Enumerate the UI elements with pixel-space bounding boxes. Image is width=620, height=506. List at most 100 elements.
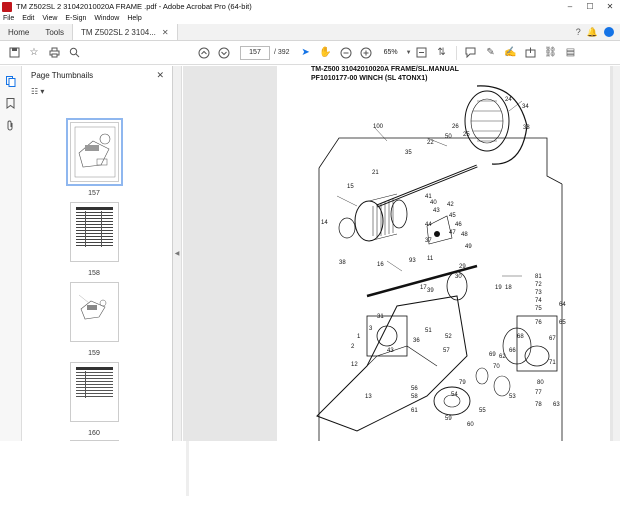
tab-document[interactable]: TM Z502SL 2 3104... ✕ — [72, 24, 178, 40]
account-icon[interactable] — [604, 27, 614, 37]
search-icon[interactable] — [66, 45, 82, 61]
part-label: 38 — [339, 260, 346, 266]
thumbnail-list: 157 158 — [22, 110, 167, 441]
part-label: 77 — [535, 390, 542, 396]
part-label: 61 — [411, 408, 418, 414]
highlight-icon[interactable]: ✍ — [504, 47, 517, 58]
more-tools-icon[interactable]: ▤ — [565, 47, 576, 58]
part-label: 80 — [537, 380, 544, 386]
part-label: 100 — [373, 124, 384, 130]
part-label: 78 — [535, 402, 542, 408]
part-label: 37 — [425, 238, 432, 244]
part-label: 50 — [445, 134, 452, 140]
part-label: 15 — [347, 184, 354, 190]
zoom-level-select[interactable]: 65% — [383, 49, 398, 56]
close-window-button[interactable]: ✕ — [606, 2, 614, 11]
panel-collapse-handle[interactable]: ◀ — [173, 66, 182, 441]
part-label: 44 — [425, 222, 432, 228]
part-label: 24 — [505, 97, 512, 103]
page-thumbnail[interactable] — [66, 118, 123, 186]
page-thumbnails-panel: Page Thumbnails ✕ ☷ ▾ 157 — [22, 66, 190, 496]
part-label: 13 — [365, 394, 372, 400]
document-scrollbar[interactable] — [613, 66, 620, 441]
part-label: 2 — [351, 344, 355, 350]
close-tab-icon[interactable]: ✕ — [161, 27, 169, 37]
left-nav-rail — [0, 66, 22, 441]
notifications-icon[interactable]: 🔔 — [586, 26, 598, 37]
menu-esign[interactable]: E-Sign — [65, 15, 87, 22]
tab-document-label: TM Z502SL 2 3104... — [81, 27, 156, 37]
part-label: 69 — [489, 352, 496, 358]
thumbnail-label: 157 — [88, 190, 100, 197]
part-label: 79 — [459, 380, 466, 386]
help-icon[interactable]: ? — [575, 27, 581, 37]
scroll-mode-icon[interactable]: ⇅ — [437, 47, 446, 58]
menu-help[interactable]: Help — [127, 15, 142, 22]
part-label: 25 — [463, 132, 470, 138]
part-label: 31 — [377, 314, 384, 320]
part-label: 12 — [351, 362, 358, 368]
menu-view[interactable]: View — [42, 15, 58, 22]
maximize-button[interactable]: ☐ — [586, 2, 594, 11]
zoom-in-icon[interactable] — [358, 45, 374, 61]
part-label: 52 — [445, 334, 452, 340]
pdf-page: TM-Z500 31042010020A FRAME/SL.MANUAL PF1… — [277, 66, 610, 441]
part-label: 70 — [493, 364, 500, 370]
bookmarks-icon[interactable] — [4, 96, 18, 110]
tab-home[interactable]: Home — [0, 24, 37, 40]
menu-edit[interactable]: Edit — [22, 15, 35, 22]
next-page-icon[interactable] — [216, 45, 232, 61]
part-label: 81 — [535, 274, 542, 280]
menu-window[interactable]: Window — [94, 15, 120, 22]
tab-tools[interactable]: Tools — [37, 24, 72, 40]
menu-file[interactable]: File — [3, 15, 15, 22]
page-thumbnail[interactable] — [70, 202, 119, 262]
save-icon[interactable] — [6, 45, 22, 61]
page-number-input[interactable]: 157 — [240, 45, 270, 60]
zoom-out-icon[interactable] — [338, 45, 354, 61]
part-label: 34 — [522, 104, 529, 110]
attachments-icon[interactable] — [4, 118, 18, 132]
part-label: 30 — [455, 274, 462, 280]
part-label: 51 — [425, 328, 432, 334]
part-label: 22 — [427, 140, 434, 146]
part-label: 19 — [495, 285, 502, 291]
page-thumbnails-icon[interactable] — [4, 74, 18, 88]
fit-page-icon[interactable] — [414, 45, 430, 61]
document-viewer: TM-Z500 31042010020A FRAME/SL.MANUAL PF1… — [183, 66, 620, 441]
part-label: 63 — [553, 402, 560, 408]
print-icon[interactable] — [46, 45, 62, 61]
part-label: 45 — [449, 213, 456, 219]
tab-tools-label: Tools — [45, 27, 65, 37]
part-label: 54 — [451, 392, 458, 398]
page-thumbnail[interactable] — [70, 282, 119, 342]
menu-bar: File Edit View E-Sign Window Help — [0, 13, 620, 24]
minimize-button[interactable]: – — [567, 2, 573, 11]
cursor-icon[interactable]: ➤ — [301, 47, 310, 58]
part-label: 40 — [430, 200, 437, 206]
part-label: 16 — [377, 262, 384, 268]
close-panel-icon[interactable]: ✕ — [156, 69, 164, 80]
part-labels: 100 24 34 33 26 25 50 22 35 15 21 14 41 … — [321, 97, 566, 428]
page-thumbnail[interactable] — [70, 362, 119, 422]
hand-icon[interactable]: ✋ — [319, 47, 332, 58]
part-label: 60 — [467, 422, 474, 428]
chevron-down-icon[interactable]: ▼ — [405, 49, 412, 56]
part-label: 74 — [535, 298, 542, 304]
comment-icon[interactable] — [463, 45, 479, 61]
part-label: 68 — [517, 334, 524, 340]
thumbnail-options-icon[interactable]: ☷ ▾ — [31, 86, 45, 96]
part-label: 35 — [405, 150, 412, 156]
share-icon[interactable] — [523, 45, 539, 61]
pen-icon[interactable]: ✎ — [486, 47, 495, 58]
link-icon[interactable]: ⛓ — [544, 47, 557, 58]
part-label: 62 — [499, 354, 506, 360]
star-icon[interactable]: ☆ — [29, 47, 39, 58]
part-label: 17 — [420, 285, 427, 291]
previous-page-icon[interactable] — [196, 45, 212, 61]
part-label: 75 — [535, 306, 542, 312]
part-label: 36 — [413, 338, 420, 344]
part-label: 3 — [369, 326, 373, 332]
part-label: 56 — [411, 386, 418, 392]
part-label: 11 — [427, 256, 434, 262]
